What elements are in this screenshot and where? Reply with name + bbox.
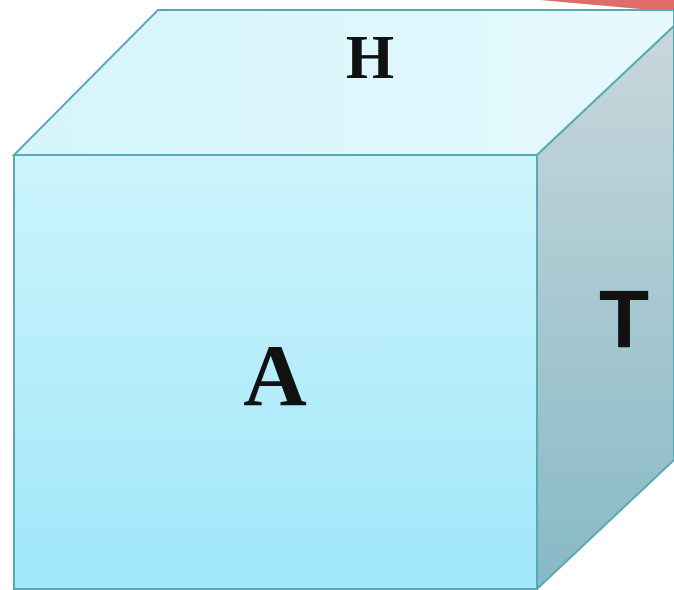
front-face-label: A bbox=[243, 328, 307, 425]
top-face-label: H bbox=[346, 24, 394, 92]
front-face bbox=[13, 154, 538, 590]
side-face-label: T bbox=[599, 274, 649, 365]
